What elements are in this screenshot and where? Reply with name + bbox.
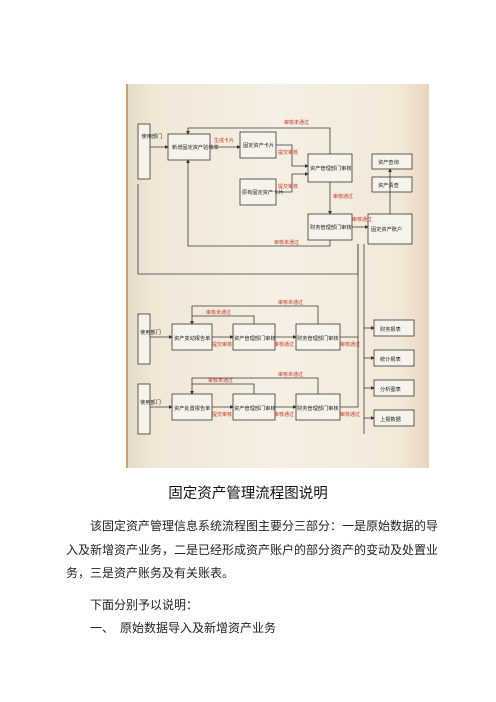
fixed-asset-ledger-label: 固定资产账户 bbox=[371, 225, 402, 233]
new-acq-label: 新增固定资产验收单 bbox=[172, 143, 219, 151]
passed-label-5: 审核通过 bbox=[274, 411, 294, 418]
asset-card-box bbox=[239, 131, 277, 159]
use-dept-3-box bbox=[137, 383, 151, 435]
submit-data-label: 上报数据 bbox=[380, 415, 401, 423]
gen-card-label-1: 生成卡片 bbox=[214, 137, 234, 144]
asset-query-label: 资产查询 bbox=[378, 158, 399, 166]
disposal-form-label: 资产处置报告单 bbox=[174, 404, 210, 412]
use-dept-2-label: 使用部门 bbox=[140, 328, 161, 336]
passed-label-2: 审核通过 bbox=[352, 216, 372, 223]
use-dept-2-box bbox=[137, 313, 151, 365]
submit-label-4: 提交审核 bbox=[212, 411, 232, 418]
not-passed-label-6: 审核未通过 bbox=[278, 371, 303, 378]
submit-label-3: 提交审核 bbox=[212, 341, 232, 348]
flowchart-diagram: 使用部门 新增固定资产验收单 固定资产卡片 原有固定资产卡片 资产管理部门审核 … bbox=[137, 119, 415, 435]
change-form-label: 资产变动报告单 bbox=[174, 334, 210, 342]
asset-inventory-box bbox=[371, 176, 413, 193]
use-dept-1-label: 使用部门 bbox=[142, 132, 163, 140]
old-asset-card-label: 原有固定资产卡片 bbox=[242, 188, 284, 196]
submit-label-1: 提交审核 bbox=[278, 149, 298, 156]
not-passed-label-2: 审核未通过 bbox=[274, 239, 299, 246]
doc-title: 固定资产管理流程图说明 bbox=[168, 486, 328, 502]
asset-mgmt-review-1-label: 资产管理部门审核 bbox=[310, 164, 352, 172]
asset-mgmt-review-3-label: 资产管理部门审核 bbox=[234, 404, 276, 412]
not-passed-label-3: 审核未通过 bbox=[206, 309, 231, 316]
asset-inventory-label: 资产清查 bbox=[378, 181, 399, 189]
passed-label-3: 审核通过 bbox=[274, 341, 294, 348]
passed-label-1: 审核通过 bbox=[333, 193, 353, 200]
submit-label-2: 提交审核 bbox=[278, 183, 298, 190]
finance-review-3-label: 财务管理部门审核 bbox=[297, 404, 339, 412]
passed-label-4: 审核通过 bbox=[340, 341, 360, 348]
intro-paragraph: 该固定资产管理信息系统流程图主要分三部分：一是原始数据的导入及新增资产业务，二是… bbox=[66, 519, 439, 580]
section-heading: 一、 原始数据导入及新增资产业务 bbox=[90, 621, 277, 635]
stat-report-label: 统计报表 bbox=[380, 355, 402, 363]
not-passed-label-4: 审核未通过 bbox=[278, 299, 303, 306]
finance-review-2-label: 财务管理部门审核 bbox=[297, 334, 339, 342]
asset-query-box bbox=[371, 153, 413, 170]
finance-report-label: 财务报表 bbox=[380, 325, 402, 333]
asset-mgmt-review-2-label: 资产管理部门审核 bbox=[234, 334, 276, 342]
flowchart-scan: 使用部门 新增固定资产验收单 固定资产卡片 原有固定资产卡片 资产管理部门审核 … bbox=[126, 84, 429, 468]
use-dept-1-box bbox=[137, 123, 151, 180]
analysis-chart-label: 分析图表 bbox=[380, 385, 402, 393]
not-passed-label-1: 审核未通过 bbox=[284, 119, 309, 126]
lead-paragraph: 下面分别予以说明： bbox=[90, 598, 199, 612]
not-passed-label-5: 审核未通过 bbox=[208, 377, 233, 384]
finance-review-1-label: 财务管理部门审核 bbox=[310, 223, 352, 231]
use-dept-3-label: 使用部门 bbox=[140, 398, 161, 406]
passed-label-6: 审核通过 bbox=[340, 411, 360, 418]
asset-card-label: 固定资产卡片 bbox=[243, 141, 274, 149]
